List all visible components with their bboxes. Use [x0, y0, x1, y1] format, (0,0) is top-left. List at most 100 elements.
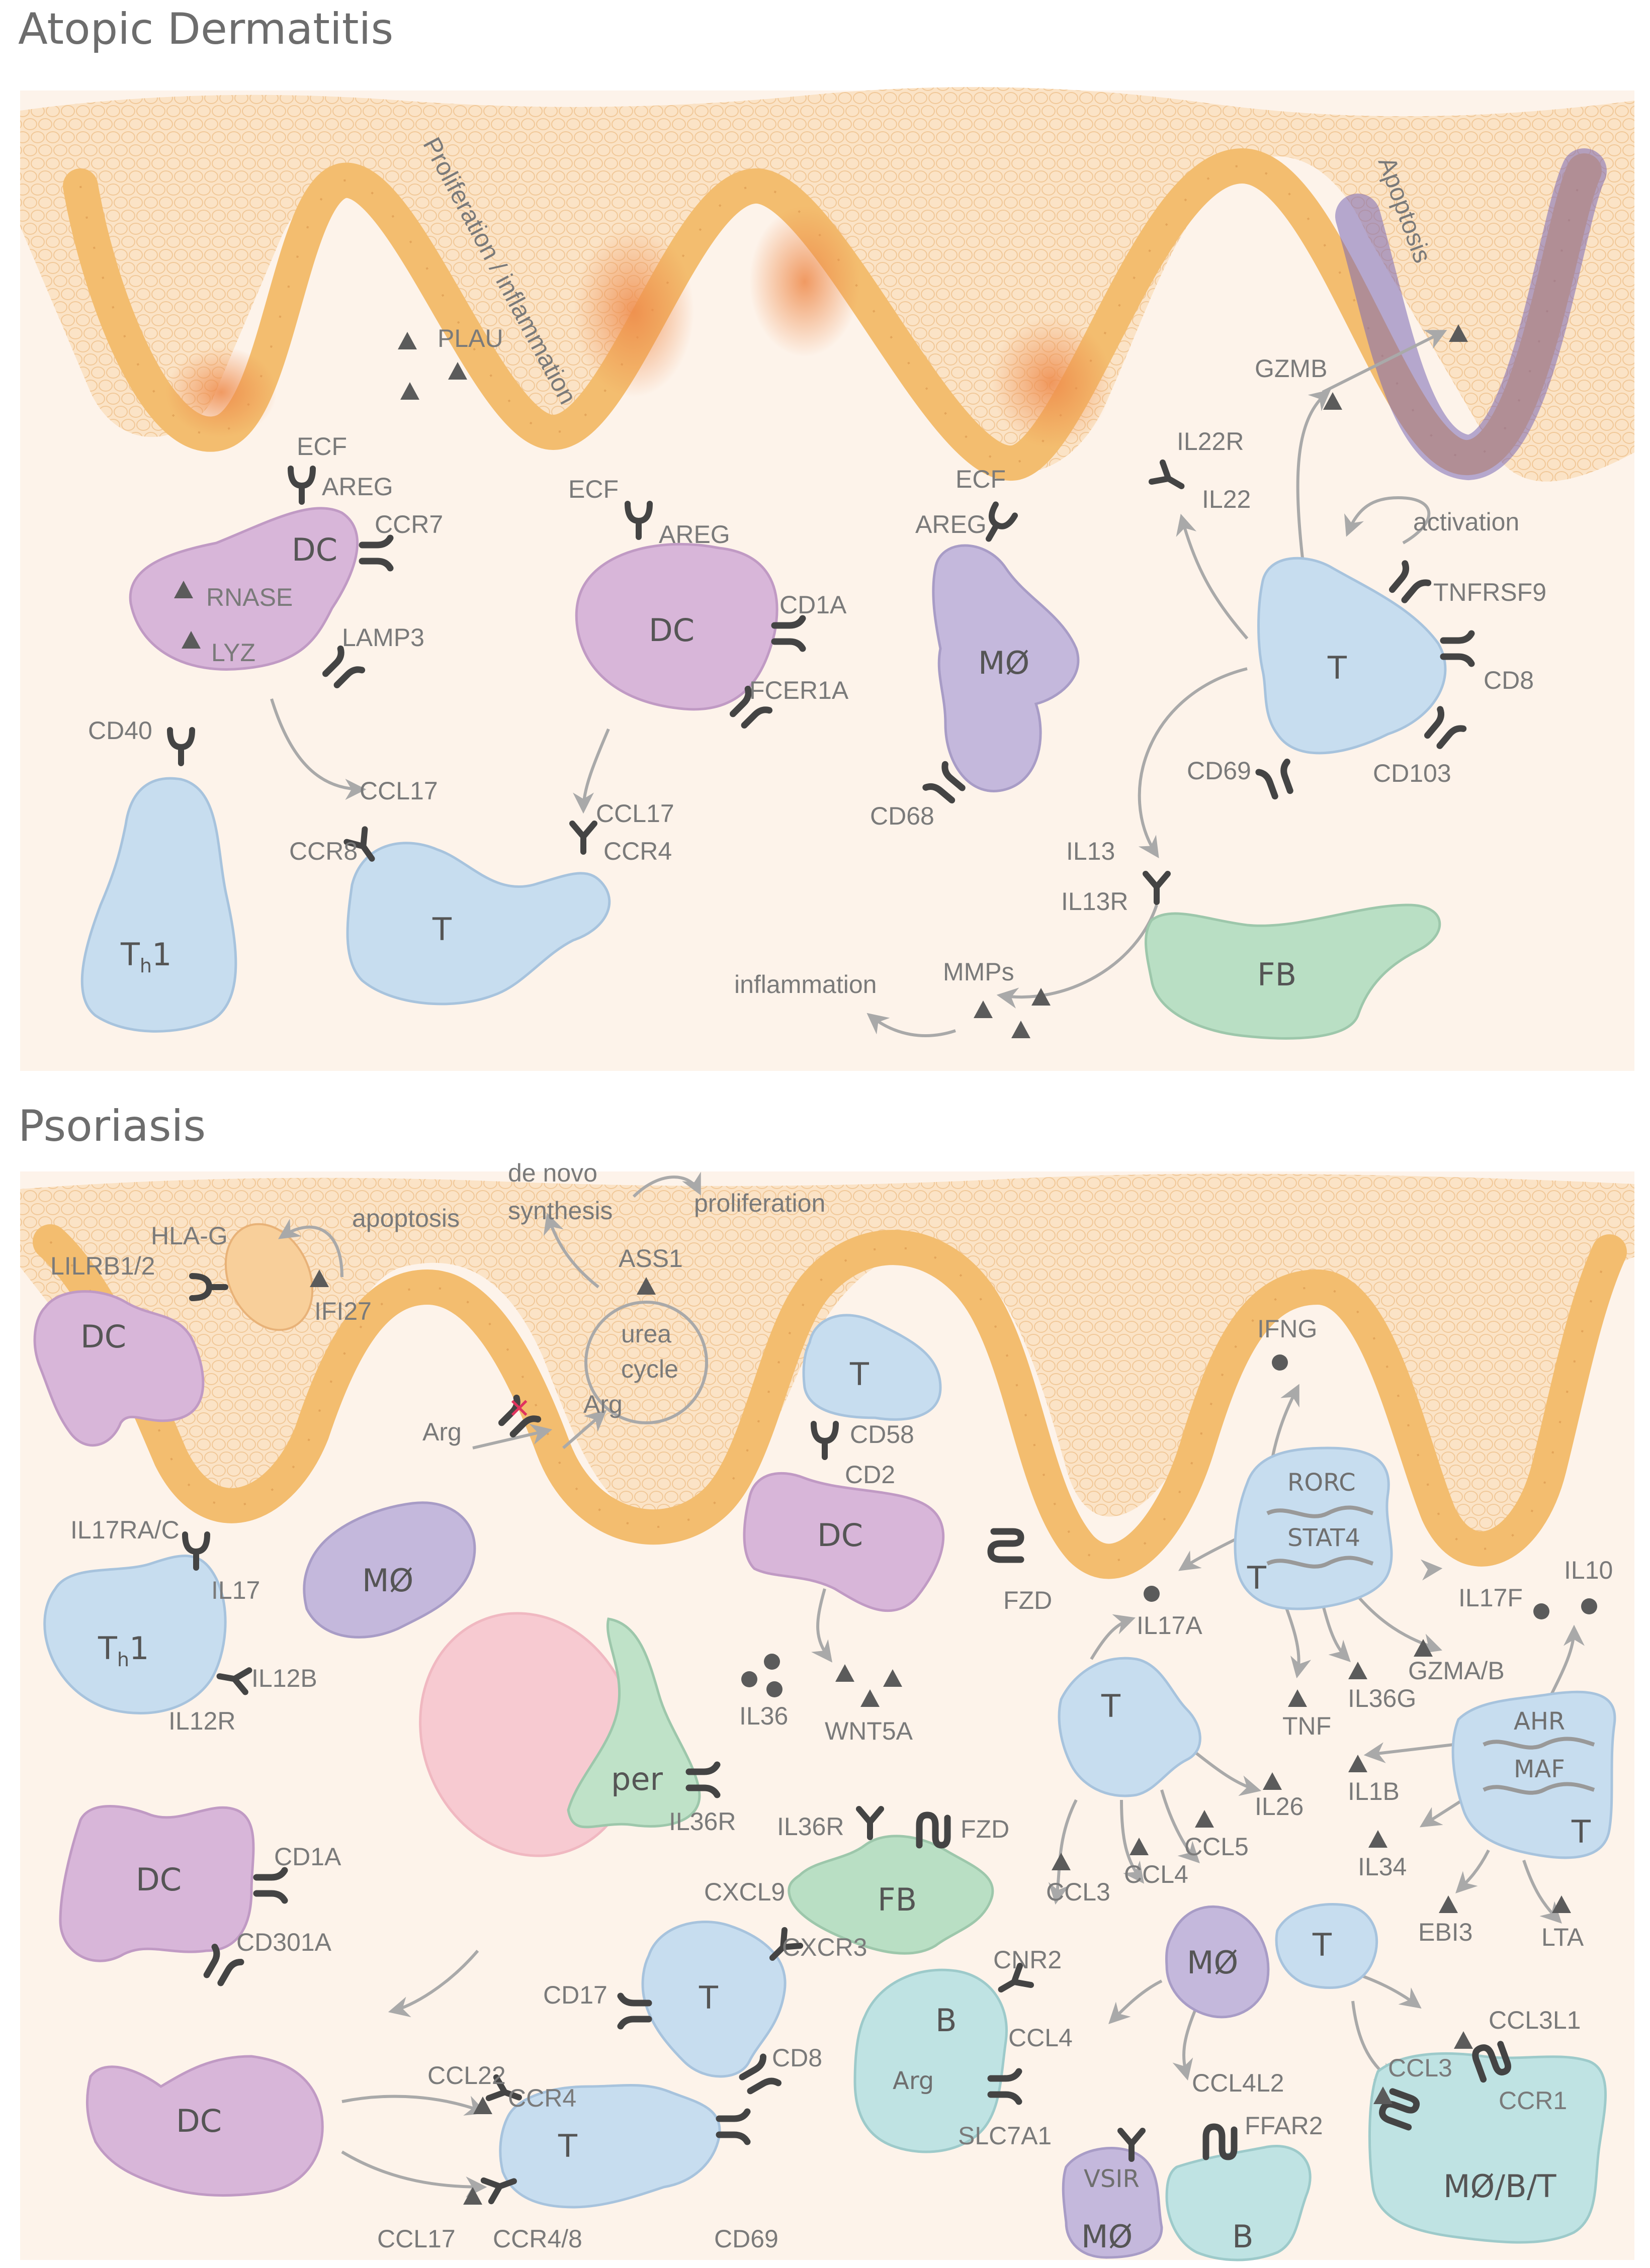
- ps-synthesis-label: synthesis: [508, 1197, 613, 1225]
- ad-epidermis: [20, 87, 1634, 482]
- ps-ccr4-8-label: CCR4/8: [493, 2225, 582, 2253]
- ad-gzmb-label: GZMB: [1255, 354, 1327, 383]
- ad-dc-cell-2: [575, 542, 778, 711]
- ad-cd69-label: CD69: [1187, 757, 1251, 785]
- ps-dc-bottom-cell: [85, 2055, 324, 2197]
- ad-inflammation-glow-2: [573, 226, 694, 397]
- ad-t-cell-cd8: [1257, 557, 1447, 755]
- ad-inflammation-glow-4: [991, 317, 1111, 447]
- ps-t-b-label: T: [1312, 1927, 1332, 1963]
- ad-t-cd8-label: T: [1327, 650, 1347, 686]
- ps-t-ahr-label: T: [1571, 1813, 1591, 1850]
- ad-inflammation-glow-3: [749, 206, 860, 357]
- ps-t-b-cell: [1275, 1902, 1378, 1989]
- ps-t-mid-label: T: [1101, 1688, 1121, 1725]
- ps-rorc-dna: [1266, 1505, 1374, 1518]
- ps-proliferation-label: proliferation: [694, 1189, 825, 1217]
- ad-areg-label-2: AREG: [659, 520, 730, 549]
- ps-de-novo-label: de novo: [508, 1159, 597, 1187]
- ps-t-ccr4-cell: [499, 2084, 721, 2209]
- ps-th1-main: T: [98, 1630, 118, 1667]
- ad-il13r-label: IL13R: [1061, 887, 1128, 916]
- ps-wnt5a-label: WNT5A: [825, 1717, 913, 1745]
- ps-ccl3-b-label: CCL3: [1388, 2054, 1452, 2082]
- ps-il17ra-c-label: IL17RA/C: [70, 1516, 180, 1544]
- ps-t-cxcr3-cell: [641, 1921, 787, 2078]
- ps-cd301a-label: CD301A: [236, 1928, 332, 1956]
- ps-mo-vsir-label: MØ: [1081, 2218, 1133, 2255]
- ps-urea-cycle: [584, 1301, 708, 1424]
- ad-il22-label: IL22: [1202, 485, 1251, 513]
- ps-ccr4-label: CCR4: [508, 2084, 576, 2112]
- ad-arrows: [270, 330, 1447, 1037]
- ad-areg-label-1: AREG: [322, 473, 393, 501]
- ps-il36-dot-2: [764, 1654, 780, 1670]
- ps-epidermis: [20, 1173, 1634, 1539]
- ps-maf-label: MAF: [1514, 1755, 1565, 1783]
- ad-th1-suffix: 1: [152, 936, 171, 973]
- ps-dc-bottom-label: DC: [176, 2103, 222, 2139]
- ad-panel-title: Atopic Dermatitis: [18, 4, 394, 54]
- ps-ccl4-b-label: CCL4: [1008, 2024, 1073, 2052]
- ad-cd68-label: CD68: [870, 802, 934, 830]
- ad-dc-cell-1: [129, 507, 359, 671]
- ad-panel: DC DC MØ T Th1 T FB PLAU Proliferation /…: [20, 87, 1634, 1071]
- ps-ccl5-label: CCL5: [1184, 1833, 1249, 1861]
- ps-mo-label: MØ: [362, 1562, 413, 1599]
- ad-il13-label: IL13: [1066, 837, 1115, 865]
- ps-b-cell-1: [853, 1968, 1008, 2153]
- ad-ccl17-label-2: CCL17: [596, 799, 674, 828]
- ps-t-mid-cell: [1058, 1657, 1201, 1797]
- ps-pericyte-cell: [567, 1617, 701, 1829]
- ps-il1b-label: IL1B: [1348, 1777, 1400, 1805]
- ps-mo-b-cell: [1165, 1905, 1270, 2019]
- ps-th1-cell: [43, 1555, 227, 1714]
- ps-arg-label-1: Arg: [583, 1390, 623, 1418]
- ps-cxcl9-label: CXCL9: [704, 1878, 785, 1906]
- ps-slc7a1-label: SLC7A1: [958, 2122, 1052, 2150]
- ad-th1-main: T: [120, 936, 140, 973]
- ps-fzd-label-2: FZD: [961, 1815, 1009, 1843]
- ad-macrophage-cell: [932, 544, 1080, 792]
- ps-cd69-label: CD69: [714, 2225, 778, 2253]
- ps-il36-dot-3: [766, 1681, 783, 1697]
- ps-il36r-fb-label: IL36R: [777, 1812, 844, 1841]
- ad-cd1a-label: CD1A: [779, 591, 847, 619]
- ps-stat4-dna: [1266, 1556, 1374, 1569]
- ps-ccl4-label: CCL4: [1124, 1860, 1188, 1888]
- ad-th1-label: Th1: [120, 936, 171, 977]
- ps-mbt-label: MØ/B/T: [1443, 2168, 1557, 2205]
- ps-macrophage-cell: [303, 1501, 476, 1639]
- ps-vsir-label: VSIR: [1084, 2165, 1140, 2193]
- ps-ffar2-label: FFAR2: [1245, 2112, 1323, 2140]
- ps-il17f-dot: [1533, 1603, 1549, 1619]
- ad-ecf-label-3: ECF: [956, 465, 1006, 493]
- ps-ifng-label: IFNG: [1257, 1315, 1317, 1343]
- ps-b-cell-2: [1165, 2145, 1312, 2261]
- ps-t-ahr-cell: [1451, 1690, 1616, 1859]
- ps-il36g-label: IL36G: [1348, 1684, 1416, 1712]
- ps-il34-label: IL34: [1358, 1853, 1407, 1881]
- ps-fb-label: FB: [878, 1881, 917, 1918]
- ad-inflammation-glow-1: [166, 347, 277, 437]
- ps-ifng-dot: [1272, 1354, 1288, 1371]
- ad-plau-label: PLAU: [438, 324, 503, 352]
- ps-ebi3-label: EBI3: [1418, 1918, 1472, 1946]
- ps-apoptotic-cell: [224, 1223, 314, 1331]
- ps-arg-label-3: Arg: [893, 2067, 934, 2095]
- ps-fibroblast-cell: [788, 1835, 994, 1955]
- ad-basal-cell-lines: [79, 164, 1585, 465]
- ps-il10-label: IL10: [1564, 1556, 1613, 1584]
- ad-cd103-label: CD103: [1373, 759, 1451, 787]
- ps-lilrb-label: LILRB1/2: [50, 1252, 155, 1280]
- ps-cd1a-label: CD1A: [274, 1843, 341, 1871]
- ad-ccl17-label-1: CCL17: [360, 777, 438, 805]
- ps-mbt-cell: [1368, 2052, 1607, 2244]
- ps-urea-label: urea: [621, 1320, 671, 1348]
- ps-il26-label: IL26: [1255, 1792, 1304, 1821]
- ps-il17a-dot: [1144, 1586, 1160, 1602]
- ps-cxcr3-label: CXCR3: [782, 1933, 867, 1961]
- ad-lamp3-label: LAMP3: [342, 623, 424, 652]
